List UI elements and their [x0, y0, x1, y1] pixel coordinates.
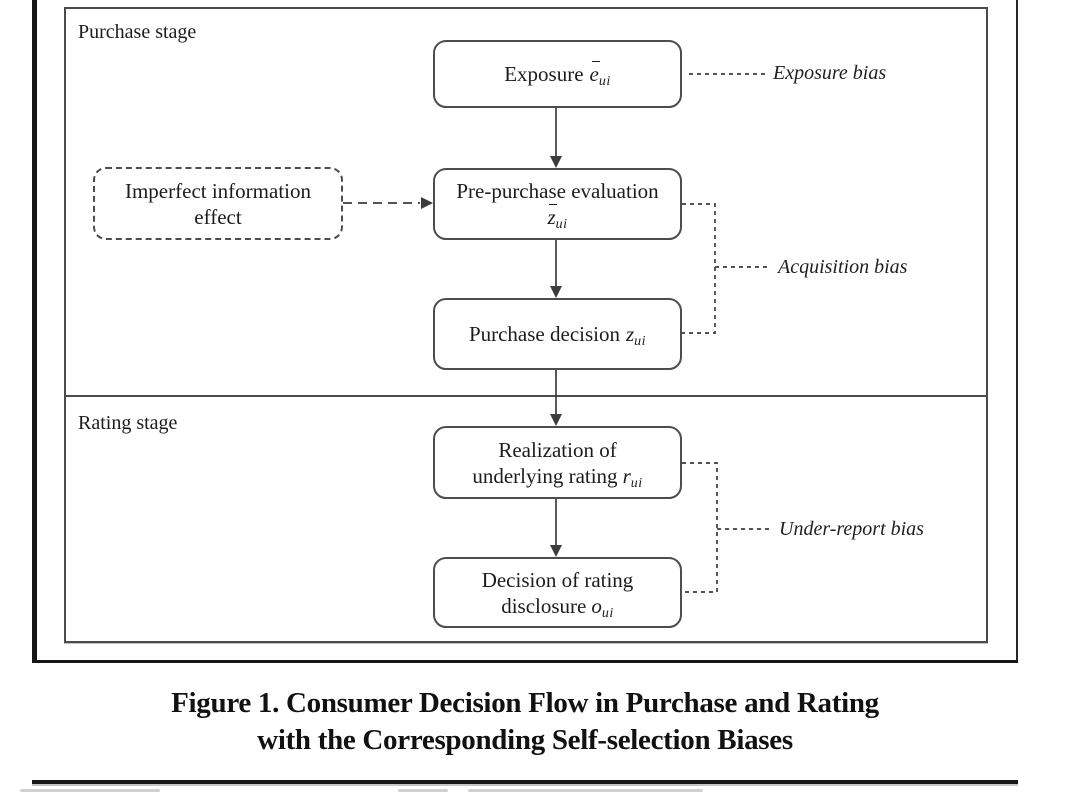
- diagram-border-box: [64, 7, 988, 643]
- figure-caption-cell: Figure 1. Consumer Decision Flow in Purc…: [32, 660, 1018, 784]
- math-sub-ui: ui: [634, 334, 647, 349]
- node-purchase-label: Purchase decision: [468, 322, 620, 346]
- math-var-o: o: [591, 593, 602, 618]
- acquisition-bias-label: Acquisition bias: [778, 256, 908, 278]
- node-exposure-label: Exposure: [504, 62, 584, 86]
- math-var-z-bar: z: [547, 204, 557, 229]
- node-imperfect-line2: effect: [194, 204, 242, 229]
- math-sub-ui: ui: [630, 475, 643, 491]
- stage-divider-line: [64, 395, 988, 397]
- math-sub-ui: ui: [598, 74, 611, 89]
- node-imperfect-information: Imperfect information effect: [93, 167, 343, 240]
- rating-stage-label: Rating stage: [78, 412, 178, 434]
- node-pre-purchase-evaluation: Pre-purchase evaluation zui: [433, 168, 682, 240]
- figure-frame-right-border: [1016, 0, 1018, 784]
- figure-caption-line2: with the Corresponding Self-selection Bi…: [257, 723, 793, 756]
- figure-caption-line1: Figure 1. Consumer Decision Flow in Purc…: [171, 686, 879, 719]
- cropped-content-artifact: [20, 789, 160, 792]
- math-var-z: z: [625, 322, 635, 346]
- math-var-e-bar: e: [589, 61, 601, 86]
- cropped-content-artifact: [468, 789, 703, 792]
- math-sub-ui: ui: [555, 217, 568, 232]
- node-prepurchase-line2: zui: [547, 204, 568, 232]
- node-disclosure-line1: Decision of rating: [481, 567, 634, 592]
- under-report-bias-label: Under-report bias: [779, 518, 924, 540]
- figure-frame-left-border: [32, 0, 37, 784]
- node-imperfect-line1: Imperfect information: [124, 178, 311, 203]
- exposure-bias-label: Exposure bias: [773, 62, 887, 84]
- node-realization-label2: underlying rating: [472, 463, 618, 488]
- math-sub-ui: ui: [601, 605, 614, 621]
- purchase-stage-label: Purchase stage: [78, 21, 197, 43]
- node-prepurchase-line1: Pre-purchase evaluation: [456, 179, 659, 203]
- node-disclosure-label2: disclosure: [501, 593, 587, 618]
- math-var-r: r: [622, 463, 631, 488]
- node-realization-line1: Realization of: [498, 437, 617, 462]
- cropped-content-artifact: [398, 789, 448, 792]
